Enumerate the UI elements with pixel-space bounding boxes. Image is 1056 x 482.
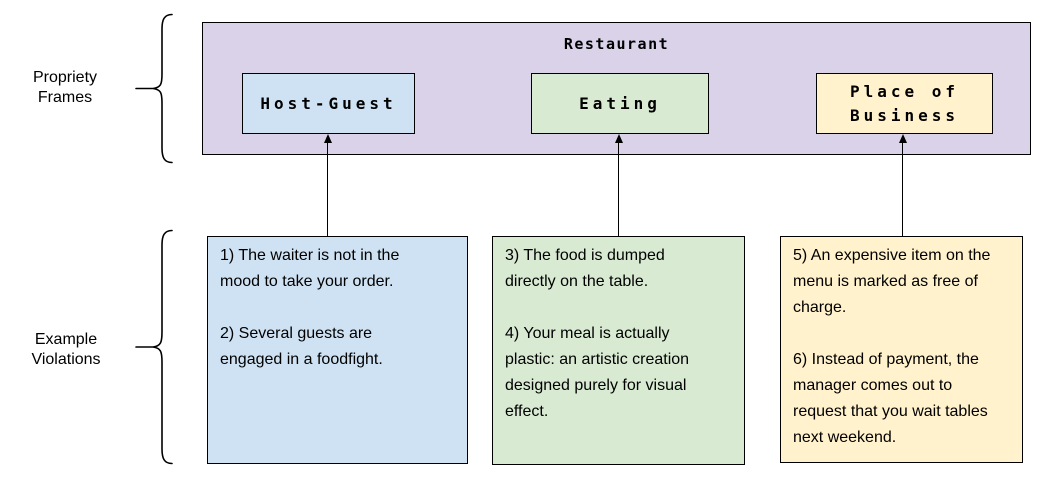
example-violations-label: Example Violations [31, 331, 101, 368]
subframe-place-of-business: Place of Business [816, 73, 993, 134]
restaurant-frame-title: Restaurant [563, 35, 670, 53]
arrow-host-guest [323, 134, 332, 236]
propriety-frames-label: Propriety Frames [32, 69, 98, 106]
violation-item: 1) The waiter is not in the mood to take… [220, 247, 400, 290]
propriety-frames-brace-icon [135, 13, 173, 164]
violation-item: 2) Several guests are engaged in a foodf… [220, 325, 383, 368]
violations-box-host-guest: 1) The waiter is not in the mood to take… [207, 236, 468, 464]
subframe-host-guest: Host-Guest [242, 73, 415, 134]
example-violations-brace-icon [135, 229, 173, 465]
subframe-eating: Eating [531, 73, 709, 134]
violation-item: 3) The food is dumped directly on the ta… [505, 247, 665, 290]
violation-item: 5) An expensive item on the menu is mark… [793, 247, 991, 316]
violations-box-eating: 3) The food is dumped directly on the ta… [492, 236, 745, 465]
arrow-place-of-business [898, 134, 907, 236]
restaurant-frame: Restaurant Host-Guest Eating Place of Bu… [202, 22, 1031, 155]
arrow-up-icon [614, 134, 623, 143]
violation-item: 4) Your meal is actually plastic: an art… [505, 325, 690, 420]
violation-item: 6) Instead of payment, the manager comes… [793, 351, 988, 446]
arrow-eating [614, 134, 623, 236]
violations-box-place-of-business: 5) An expensive item on the menu is mark… [780, 236, 1023, 463]
arrow-up-icon [898, 134, 907, 143]
arrow-up-icon [323, 134, 332, 143]
